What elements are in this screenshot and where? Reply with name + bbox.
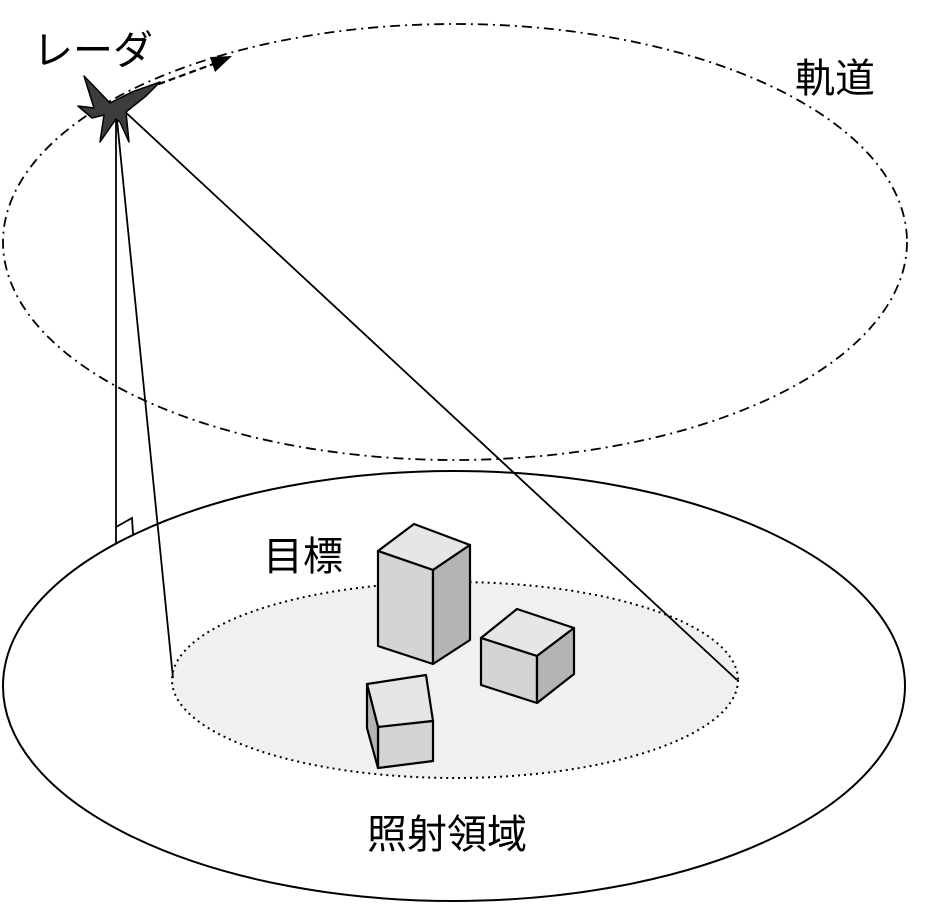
target-box-front (365, 673, 435, 770)
orbit-label: 軌道 (795, 56, 875, 102)
radar-label: レーダ (33, 28, 153, 74)
right-angle-marker (115, 516, 134, 535)
illuminated-area (171, 581, 739, 779)
target-box-tall (376, 522, 472, 666)
aircraft-icon (77, 75, 161, 143)
flight-direction-arrowhead (210, 56, 232, 72)
beam-near-edge (116, 119, 174, 679)
beam-far-edge (120, 107, 738, 681)
illumination-area-label: 照射領域 (367, 812, 527, 858)
target-box-right (479, 607, 576, 705)
flight-direction-line (147, 61, 217, 90)
orbit-ellipse (2, 23, 908, 461)
ground-plane (2, 470, 906, 902)
target-label: 目標 (263, 534, 343, 580)
